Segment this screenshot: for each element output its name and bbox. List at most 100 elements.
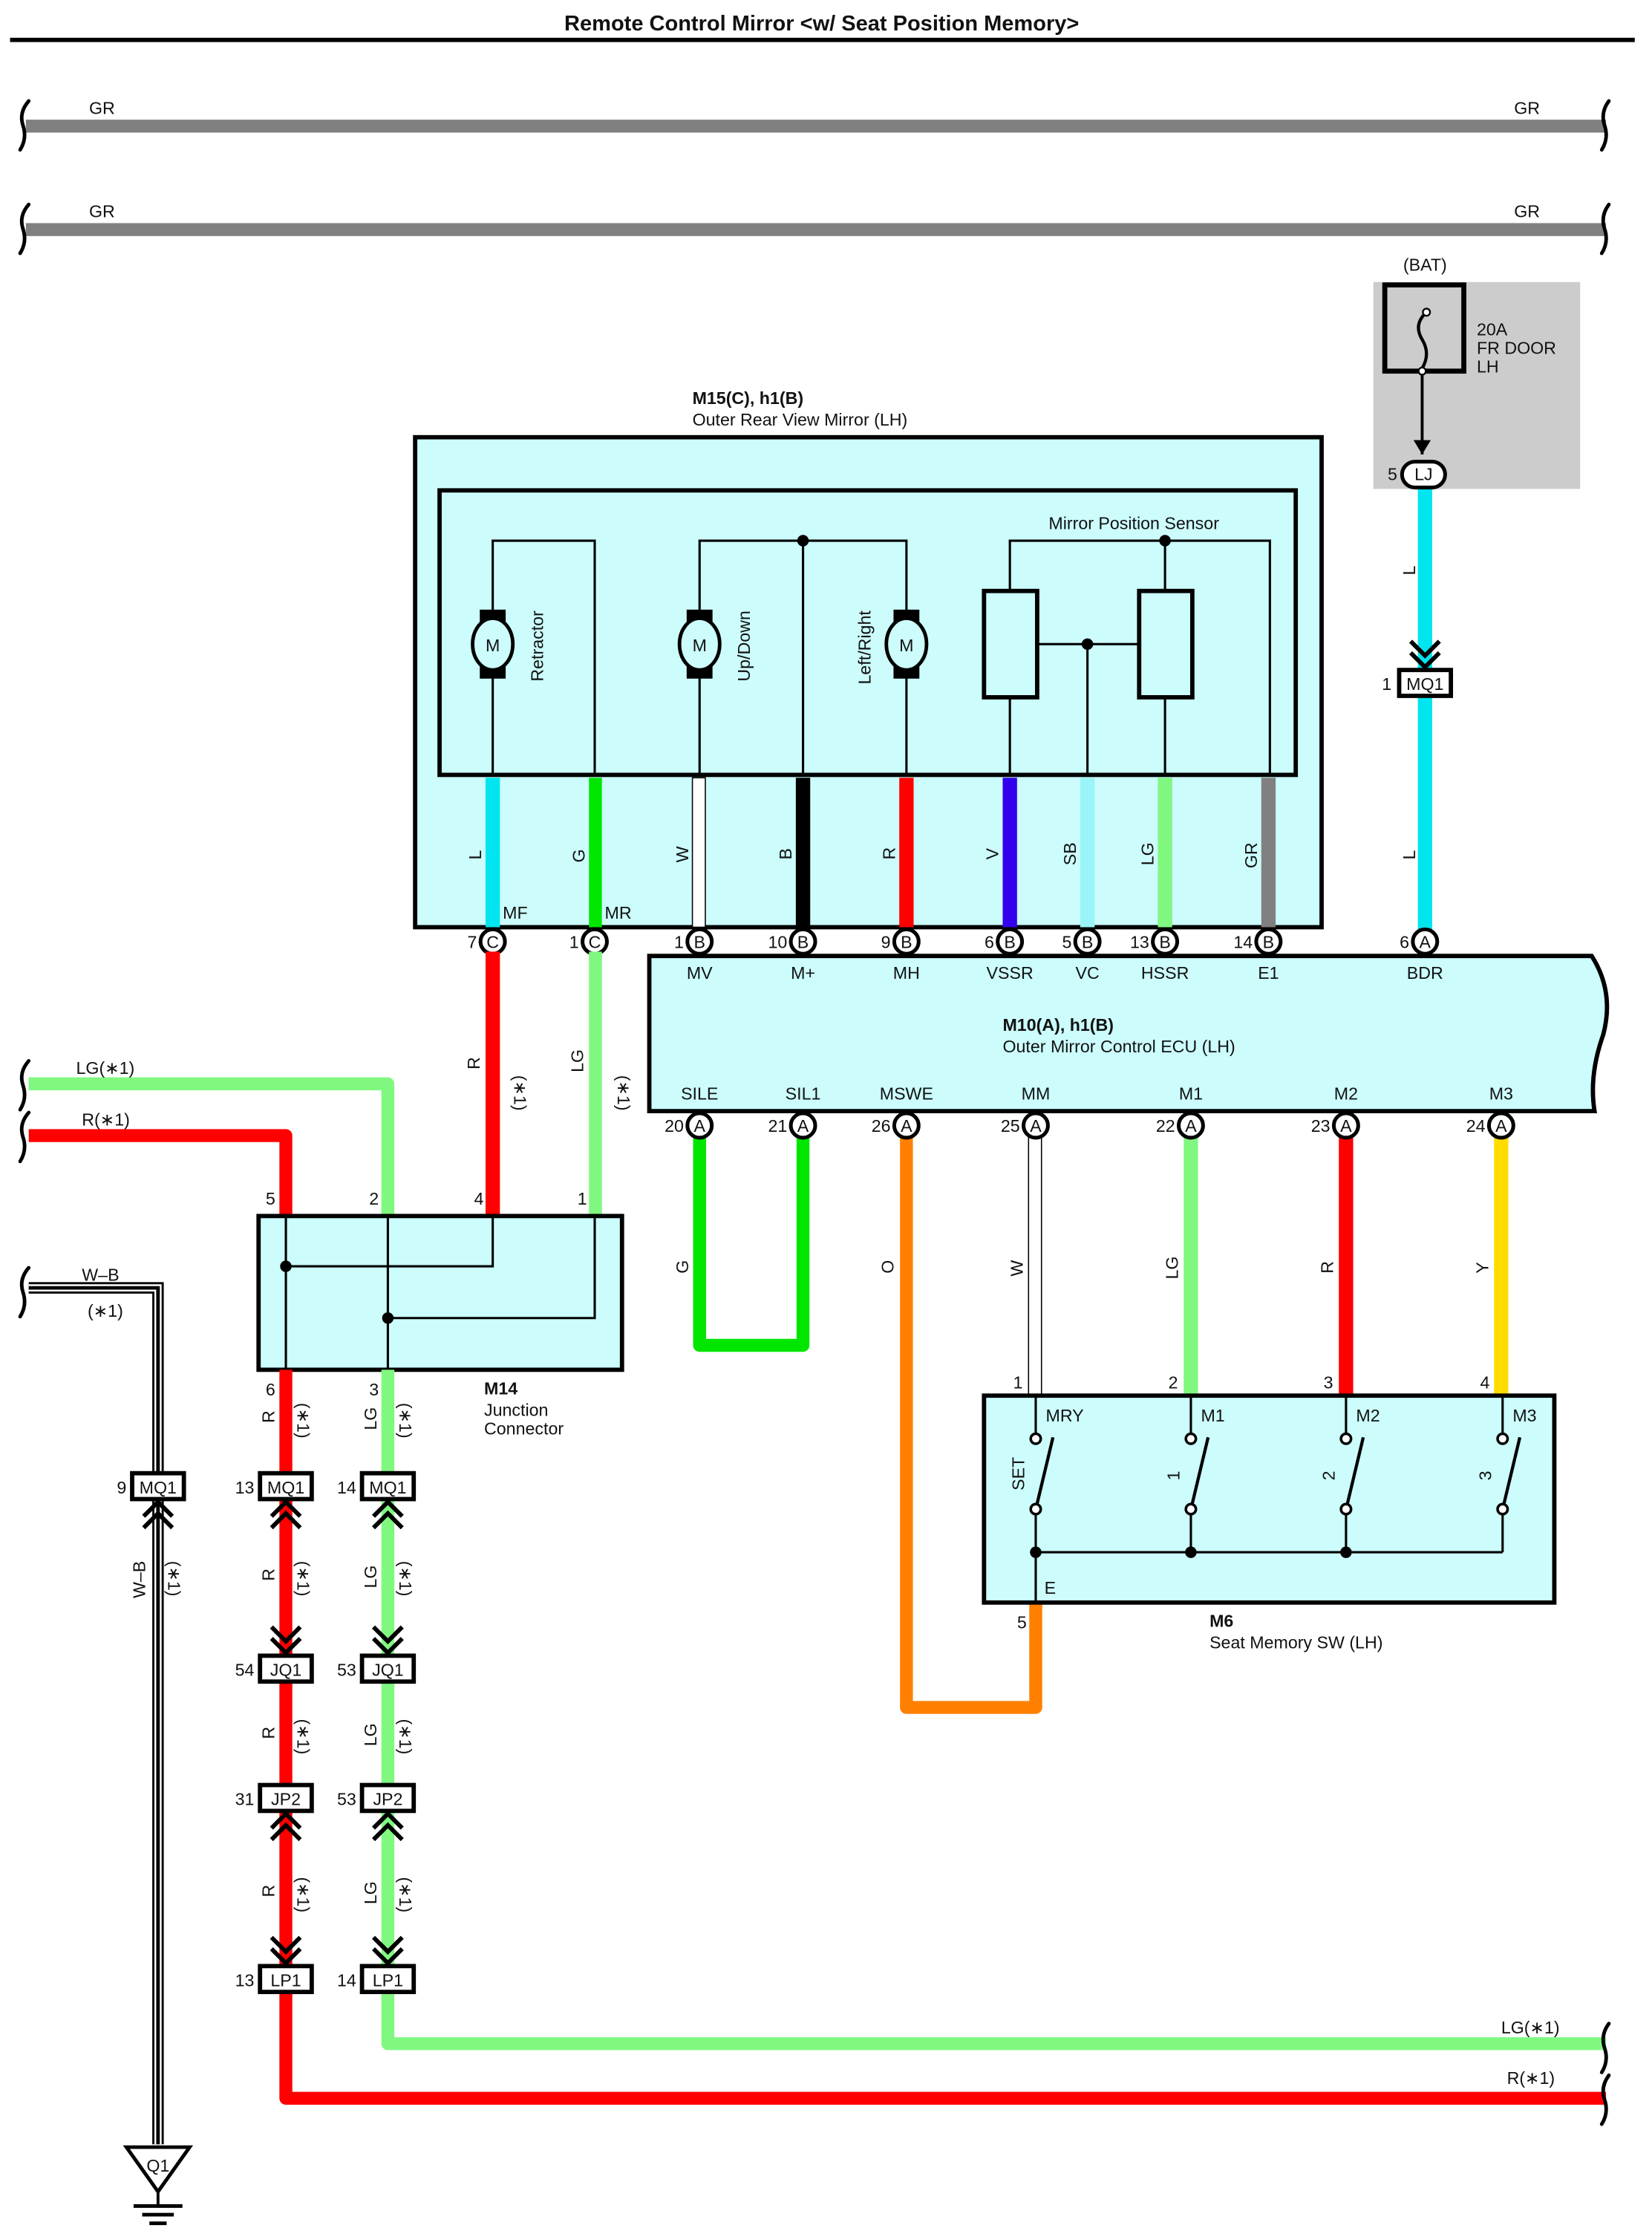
wire-color-label: G: [569, 849, 588, 862]
jc-line: [388, 1216, 596, 1320]
pin-circle: [1022, 1111, 1050, 1140]
wire-note: (∗1): [396, 1877, 415, 1912]
motor-symbol: M: [486, 636, 500, 655]
connector-letter: C: [486, 933, 499, 952]
connector-arrow-icon: [1408, 639, 1441, 671]
wire-note: (∗1): [396, 1561, 415, 1597]
pin-number: 14: [337, 1478, 356, 1497]
title-rule: [10, 37, 1635, 42]
switch-icon: [1502, 1436, 1522, 1504]
wire-label: GR: [1514, 98, 1540, 117]
component-name: Connector: [484, 1418, 564, 1438]
ecu-bdr-pin: A6: [1400, 927, 1440, 956]
wire-color-label: R: [259, 1410, 278, 1423]
wire-color-label: B: [776, 848, 795, 859]
connector-arrow-icon: [270, 1499, 302, 1530]
wire-r-mf: [485, 951, 500, 1216]
fuse-terminal: [1417, 366, 1427, 376]
motor-label: Up/Down: [734, 610, 754, 681]
mirror-pin: B9: [881, 927, 921, 956]
motor-symbol: M: [899, 636, 913, 655]
ecu-terminal: MH: [893, 963, 920, 983]
connector-letter: A: [693, 1116, 705, 1136]
pin-number: 24: [1466, 1116, 1486, 1136]
wire-w-mm: [1028, 1135, 1042, 1396]
wire-color-label: R: [1317, 1261, 1336, 1274]
retractor-circuit: [492, 539, 596, 775]
pin-number: 5: [1062, 933, 1071, 952]
wire-color-label: LG: [1163, 1257, 1182, 1280]
outer-mirror-control-ecu: M10(A), h1(B) Outer Mirror Control ECU (…: [647, 954, 1610, 1114]
wire-label: LG(∗1): [76, 1058, 135, 1078]
connector-arrow-icon: [371, 1625, 404, 1656]
ecu-terminal: M3: [1489, 1084, 1513, 1104]
pin-number: 54: [235, 1661, 255, 1680]
ecu-bottom-pin: A24: [1466, 1111, 1515, 1140]
switch-contact: [1496, 1432, 1509, 1445]
mirror-pin: B13: [1130, 927, 1180, 956]
ecu-terminal: HSSR: [1141, 963, 1189, 983]
ecu-terminal: BDR: [1407, 963, 1443, 983]
switch-contact: [1184, 1432, 1198, 1445]
ecu-bottom-pin: A20: [665, 1111, 714, 1140]
mirror-pin: B5: [1062, 927, 1102, 956]
switch-icon: [1190, 1436, 1210, 1504]
motor-symbol: M: [693, 636, 707, 655]
component-name: Junction: [484, 1400, 548, 1419]
pin-circle: [1176, 1111, 1205, 1140]
ecu-terminal: E1: [1258, 963, 1279, 983]
pin-number: 4: [1480, 1373, 1489, 1392]
l-wire-bdr: [1417, 486, 1432, 935]
pin-number: 1: [674, 933, 684, 952]
pin-number: 2: [1169, 1373, 1178, 1392]
pin-number: 6: [266, 1380, 275, 1399]
wire-color-label: GR: [1241, 842, 1261, 868]
wire-w: [691, 777, 706, 928]
pin-number: 14: [1233, 933, 1253, 952]
pin-number: 13: [235, 1970, 255, 1990]
mirror-pin: B6: [985, 927, 1025, 956]
pin-number: 6: [985, 933, 994, 952]
ecu-bottom-pin: A23: [1311, 1111, 1360, 1140]
fuse-rating: 20A: [1477, 319, 1508, 339]
left-brace-icon: [18, 99, 31, 152]
top-wire-2: GR GR: [18, 202, 1611, 255]
wire-r: [899, 778, 914, 928]
fuse-source: (BAT): [1403, 255, 1447, 274]
terminal-label: E: [1045, 1578, 1056, 1597]
connector-label: MQ1: [267, 1478, 304, 1497]
ground-label: Q1: [146, 2156, 169, 2175]
gr-wire: [25, 223, 1607, 236]
switch-contact: [1339, 1502, 1353, 1516]
motor-label: Retractor: [527, 610, 546, 682]
junction-dot: [797, 535, 809, 547]
wire-color-label: O: [878, 1260, 897, 1274]
connector-letter: A: [797, 1116, 809, 1136]
wire-wb: [28, 1282, 164, 2145]
wire-color-label: L: [1400, 850, 1419, 860]
ecu-name: Outer Mirror Control ECU (LH): [1002, 1037, 1235, 1056]
pin-number: 10: [768, 933, 787, 952]
wire-note: (∗1): [294, 1403, 313, 1439]
connector-arrow-icon: [371, 1499, 404, 1530]
switch-contact: [1029, 1432, 1042, 1445]
switch-label: 1: [1163, 1470, 1183, 1480]
switch-icon: [1345, 1436, 1365, 1504]
connector-arrow-icon: [270, 1625, 302, 1656]
ecu-terminal: VC: [1076, 963, 1100, 983]
wire-label: GR: [89, 98, 115, 117]
fuse-name-2: LH: [1477, 357, 1499, 377]
connector-arrow-icon: [270, 1935, 302, 1967]
fuse-terminal: [1422, 307, 1431, 317]
wire-color-label: LG: [568, 1049, 587, 1072]
wire-o: [900, 1136, 1042, 1714]
switch-contact: [1184, 1502, 1198, 1516]
ecu-terminal: MSWE: [880, 1084, 933, 1104]
